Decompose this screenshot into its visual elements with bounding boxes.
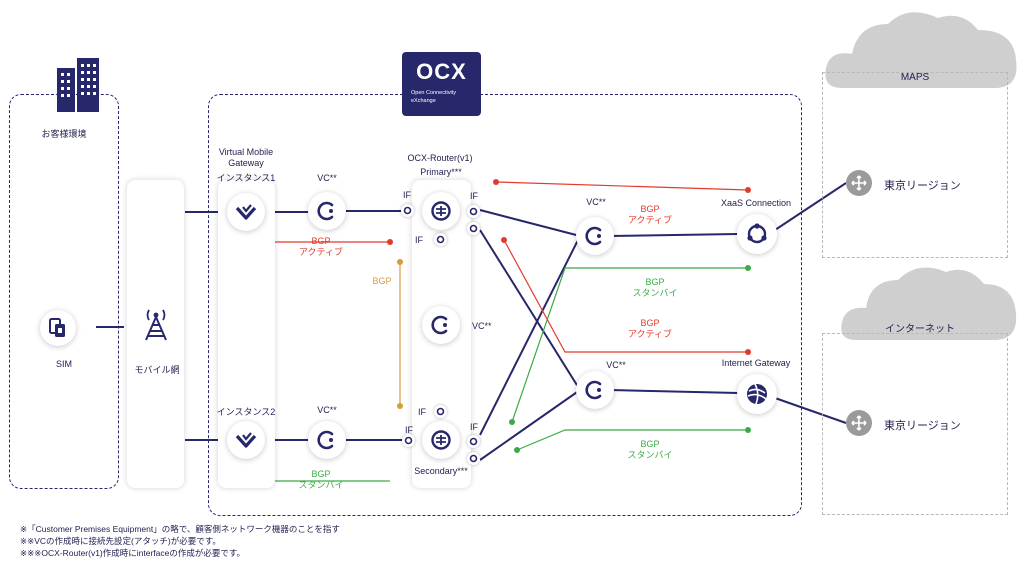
- router-title: OCX-Router(v1): [407, 153, 473, 163]
- vmg-instance1-icon: [227, 193, 265, 231]
- interface-icon: [434, 405, 447, 418]
- if-label-4: IF: [418, 407, 426, 417]
- ocx-boundary: [208, 94, 802, 516]
- vc1-icon: [308, 192, 346, 230]
- interface-icon: [467, 452, 480, 465]
- if-label-6: IF: [470, 422, 478, 432]
- vmg-title-line1: Virtual Mobile: [218, 147, 274, 157]
- router-vc-mid-icon: [422, 306, 460, 344]
- maps-label: MAPS: [900, 72, 930, 83]
- router-secondary-icon: [422, 421, 460, 459]
- bgp-text: BGP: [640, 204, 660, 214]
- xaas-connection-label: XaaS Connection: [720, 198, 792, 208]
- if-label-1: IF: [403, 190, 411, 200]
- interface-icon: [467, 435, 480, 448]
- vmg-instance2-icon: [227, 421, 265, 459]
- bgp-text: BGP: [311, 236, 331, 246]
- building-icon: [55, 56, 103, 117]
- bgp-text: BGP: [640, 318, 660, 328]
- vmg-title-line2: Gateway: [228, 158, 264, 168]
- footnote-3: ※※※OCX-Router(v1)作成時にinterfaceの作成が必要です。: [20, 548, 246, 558]
- if-label-5: IF: [405, 425, 413, 435]
- ocx-logo-mark: OCX: [416, 59, 467, 84]
- bgp-left-standby-label: BGP スタンバイ: [298, 469, 343, 491]
- region1-router-icon: [846, 170, 872, 196]
- interface-icon: [434, 233, 447, 246]
- maps-cloud: [825, 12, 1017, 89]
- sim-icon: [40, 310, 76, 346]
- sim-label: SIM: [55, 359, 73, 369]
- interface-icon: [401, 204, 414, 217]
- vmg-instance2-label: インスタンス2: [216, 407, 276, 417]
- bgp-vertical-label: BGP: [372, 276, 392, 286]
- bgp-state: スタンバイ: [627, 450, 673, 460]
- bgp-state: アクティブ: [627, 329, 673, 339]
- ocx-logo: OCX Open Connectivity eXchange: [402, 52, 481, 116]
- ocx-logo-line1: Open Connectivity: [411, 90, 456, 96]
- bgp-inet-standby-label: BGP スタンバイ: [627, 439, 672, 461]
- interface-icon: [402, 434, 415, 447]
- vc-inet-icon: [576, 371, 614, 409]
- bgp-state: アクティブ: [627, 215, 673, 225]
- bgp-text: BGP: [645, 277, 665, 287]
- internet-gateway-icon: [737, 374, 777, 414]
- region1-label: 東京リージョン: [884, 180, 961, 192]
- vc2-icon: [308, 421, 346, 459]
- customer-environment-title: お客様環境: [41, 129, 87, 139]
- footnote-2: ※※VCの作成時に接続先設定(アタッチ)が必要です。: [20, 536, 221, 546]
- internet-gateway-label: Internet Gateway: [721, 358, 791, 368]
- router-secondary-label: Secondary***: [414, 466, 468, 476]
- if-label-2: IF: [470, 191, 478, 201]
- vc-xaas-label: VC**: [586, 197, 606, 207]
- bgp-xaas-standby-label: BGP スタンバイ: [632, 277, 677, 299]
- bgp-state: スタンバイ: [298, 480, 344, 490]
- bgp-inet-active-label: BGP アクティブ: [628, 318, 672, 340]
- interface-icon: [467, 222, 480, 235]
- if-label-3: IF: [415, 235, 423, 245]
- footnote-1: ※「Customer Premises Equipment」の略で、顧客側ネット…: [20, 524, 340, 534]
- internet-label: インターネット: [885, 324, 955, 335]
- router-primary-label: Primary***: [420, 167, 462, 177]
- bgp-state: アクティブ: [298, 247, 344, 257]
- bgp-xaas-active-label: BGP アクティブ: [628, 204, 672, 226]
- mobile-network-panel: [127, 180, 184, 488]
- interface-icon: [467, 205, 480, 218]
- internet-cloud: [841, 267, 1017, 340]
- bgp-state: スタンバイ: [632, 288, 678, 298]
- mobile-network-label: モバイル網: [134, 365, 180, 375]
- router-primary-icon: [422, 192, 460, 230]
- bgp-text: BGP: [311, 469, 331, 479]
- vc-inet-label: VC**: [606, 360, 626, 370]
- maps-region-box: [822, 72, 1008, 258]
- ocx-logo-line2: eXchange: [411, 98, 436, 104]
- xaas-connection-icon: [737, 214, 777, 254]
- internet-region-box: [822, 333, 1008, 515]
- customer-environment-box: [9, 94, 119, 489]
- antenna-tower-icon: [138, 306, 174, 347]
- bgp-text: BGP: [640, 439, 660, 449]
- vc-xaas-icon: [576, 217, 614, 255]
- vc2-label: VC**: [317, 405, 337, 415]
- vc-mid-label: VC**: [472, 321, 492, 331]
- region2-router-icon: [846, 410, 872, 436]
- vc1-label: VC**: [317, 173, 337, 183]
- region2-label: 東京リージョン: [884, 420, 961, 432]
- vmg-instance1-label: インスタンス1: [216, 173, 276, 183]
- bgp-left-active-label: BGP アクティブ: [299, 236, 343, 258]
